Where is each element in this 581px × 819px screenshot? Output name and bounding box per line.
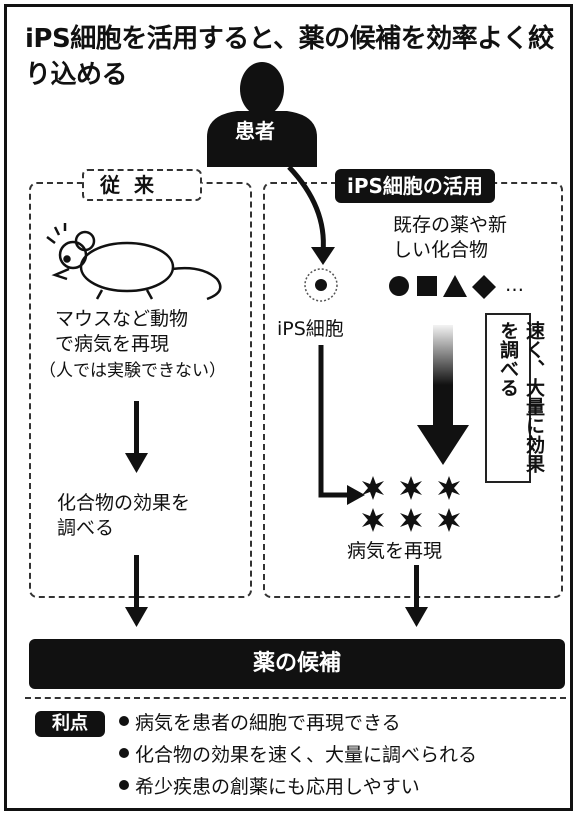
merit-item: 化合物の効果を速く、大量に調べられる <box>119 743 477 767</box>
merit-item: 希少疾患の創薬にも応用しやすい <box>119 775 420 799</box>
speed-note: 速く、大量に効果を調べる <box>497 321 545 473</box>
compounds-line2: しい化合物 <box>393 239 489 261</box>
conventional-step1-line2: で病気を再現 <box>55 333 170 355</box>
merit-item: 病気を患者の細胞で再現できる <box>119 711 401 735</box>
conventional-step2-line2: 調べる <box>57 517 115 539</box>
patient-to-cell-arrow <box>287 165 326 253</box>
infographic-frame: iPS細胞を活用すると、薬の候補を効率よく絞り込める 従来 iPS細胞の活用 <box>4 4 573 811</box>
compounds-line1: 既存の薬や新 <box>393 214 508 236</box>
compounds-ellipsis: … <box>505 274 524 296</box>
ips-cell-label: iPS細胞 <box>277 318 344 340</box>
merits-section <box>25 697 566 809</box>
headline: iPS細胞を活用すると、薬の候補を効率よく絞り込める <box>25 24 554 90</box>
result-bar: 薬の候補 <box>29 639 565 689</box>
bullet-icon <box>119 780 129 790</box>
conventional-step1-line1: マウスなど動物 <box>55 308 189 330</box>
patient-silhouette-icon <box>207 62 317 167</box>
compound-shapes-icon <box>389 275 496 299</box>
merits-tag: 利点 <box>35 711 105 737</box>
mouse-icon <box>46 223 222 301</box>
conventional-arrows <box>125 401 148 627</box>
disease-label: 病気を再現 <box>347 540 443 562</box>
screening-arrow <box>433 325 453 425</box>
diagram-graphics <box>46 62 496 627</box>
conventional-tag: 従来 <box>82 169 202 201</box>
disease-cells-icon <box>362 476 460 532</box>
speed-note-box: 速く、大量に効果を調べる <box>485 313 545 483</box>
bullet-icon <box>119 716 129 726</box>
ips-cell-icon <box>304 268 338 302</box>
bullet-icon <box>119 748 129 758</box>
patient-label: 患者 <box>235 119 275 143</box>
conventional-step2-line1: 化合物の効果を <box>57 492 191 514</box>
ips-tag: iPS細胞の活用 <box>335 169 495 203</box>
conventional-step1-note: （人では実験できない） <box>39 361 226 381</box>
